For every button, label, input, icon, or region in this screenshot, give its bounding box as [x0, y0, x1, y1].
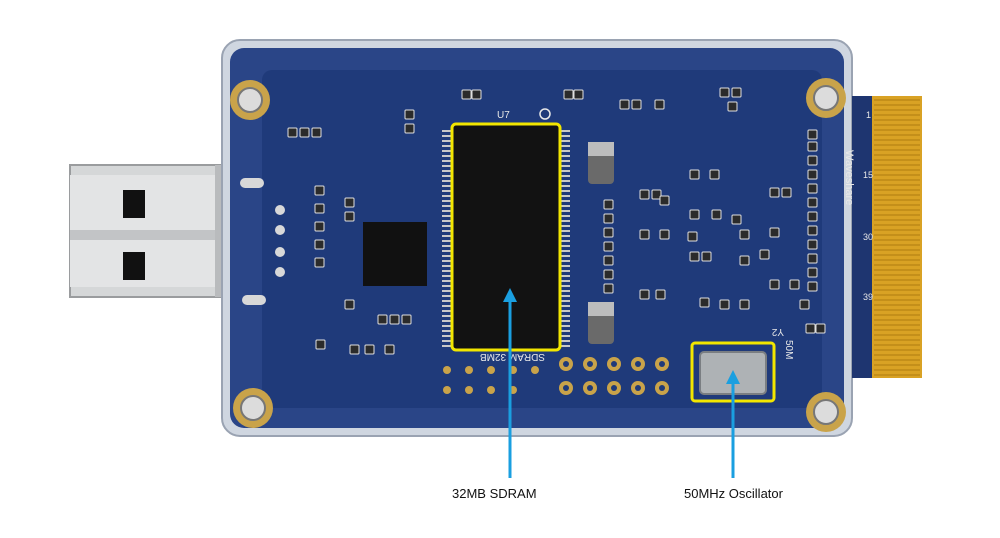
screw-icon	[240, 395, 266, 421]
callout-sdram-arrow	[503, 288, 517, 478]
capacitors	[588, 142, 614, 344]
screw-icon	[813, 399, 839, 425]
oscillator-callout-label: 50MHz Oscillator	[684, 486, 783, 501]
pin1-mark-icon	[539, 108, 551, 120]
arrow-head-icon	[503, 288, 517, 302]
controller-chip	[363, 222, 427, 286]
edge-mark-39: 39	[863, 292, 873, 302]
osc-freq-label: 50M	[783, 340, 794, 359]
screw-icon	[813, 85, 839, 111]
side-leds	[240, 178, 285, 305]
callout-osc-arrow	[726, 370, 740, 478]
corner-screws	[230, 78, 846, 432]
osc-ref-label: Y2	[771, 326, 784, 337]
edge-mark-15: 15	[863, 170, 873, 180]
usb-hole-top	[123, 190, 145, 218]
gold-edge-connector: 1 15 30 39	[852, 96, 922, 378]
usb-hole-bottom	[123, 252, 145, 280]
arrow-head-icon	[726, 370, 740, 384]
sdram-highlight-box	[450, 122, 562, 352]
smd-components	[287, 87, 826, 355]
sdram-callout-label: 32MB SDRAM	[452, 486, 537, 501]
chip-ref-label: U7	[497, 110, 510, 121]
usb-connector	[69, 164, 237, 298]
edge-mark-1: 1	[866, 110, 871, 120]
sdram-chip: U7 SDRAM 32MB	[442, 108, 570, 362]
screw-icon	[237, 87, 263, 113]
sdram-silkscreen-label: SDRAM 32MB	[480, 351, 545, 362]
edge-mark-30: 30	[863, 232, 873, 242]
brand-logo-text: Waveshare	[843, 150, 855, 205]
